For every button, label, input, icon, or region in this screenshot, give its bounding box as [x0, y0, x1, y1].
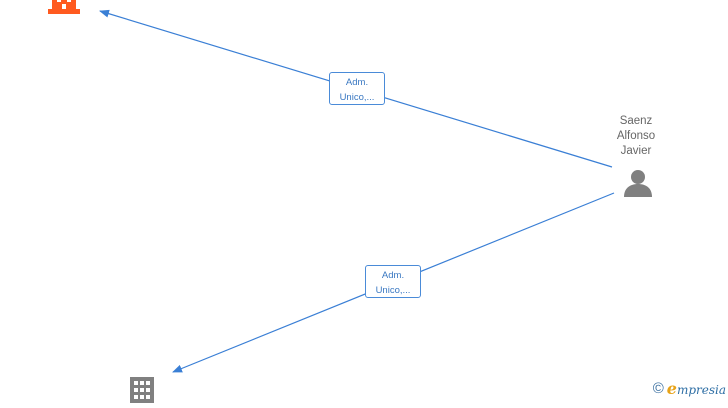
building-icon: [130, 377, 154, 403]
person-name-line: Javier: [620, 145, 652, 157]
relation-role: Adm.: [345, 77, 369, 88]
brand-logo: empresia: [667, 379, 726, 398]
person-name-line: Alfonso: [616, 130, 656, 142]
building-icon: [48, 0, 80, 14]
person-icon: [624, 170, 652, 197]
watermark: © empresia: [653, 379, 726, 398]
brand-initial: e: [666, 379, 677, 398]
relation-detail: Unico,...: [339, 92, 375, 103]
relation-label-top[interactable]: Adm. Unico,...: [329, 72, 385, 105]
person-node[interactable]: [623, 168, 653, 198]
relation-role: Adm.: [381, 270, 405, 281]
copyright-symbol: ©: [652, 379, 664, 397]
company-node[interactable]: [130, 377, 154, 403]
person-name[interactable]: Saenz Alfonso Javier: [596, 114, 676, 159]
person-name-line: Saenz: [619, 115, 653, 127]
relation-label-bottom[interactable]: Adm. Unico,...: [365, 265, 421, 298]
company-node-highlighted[interactable]: [48, 0, 80, 14]
relation-detail: Unico,...: [375, 285, 411, 296]
brand-rest: mpresia: [676, 383, 726, 397]
